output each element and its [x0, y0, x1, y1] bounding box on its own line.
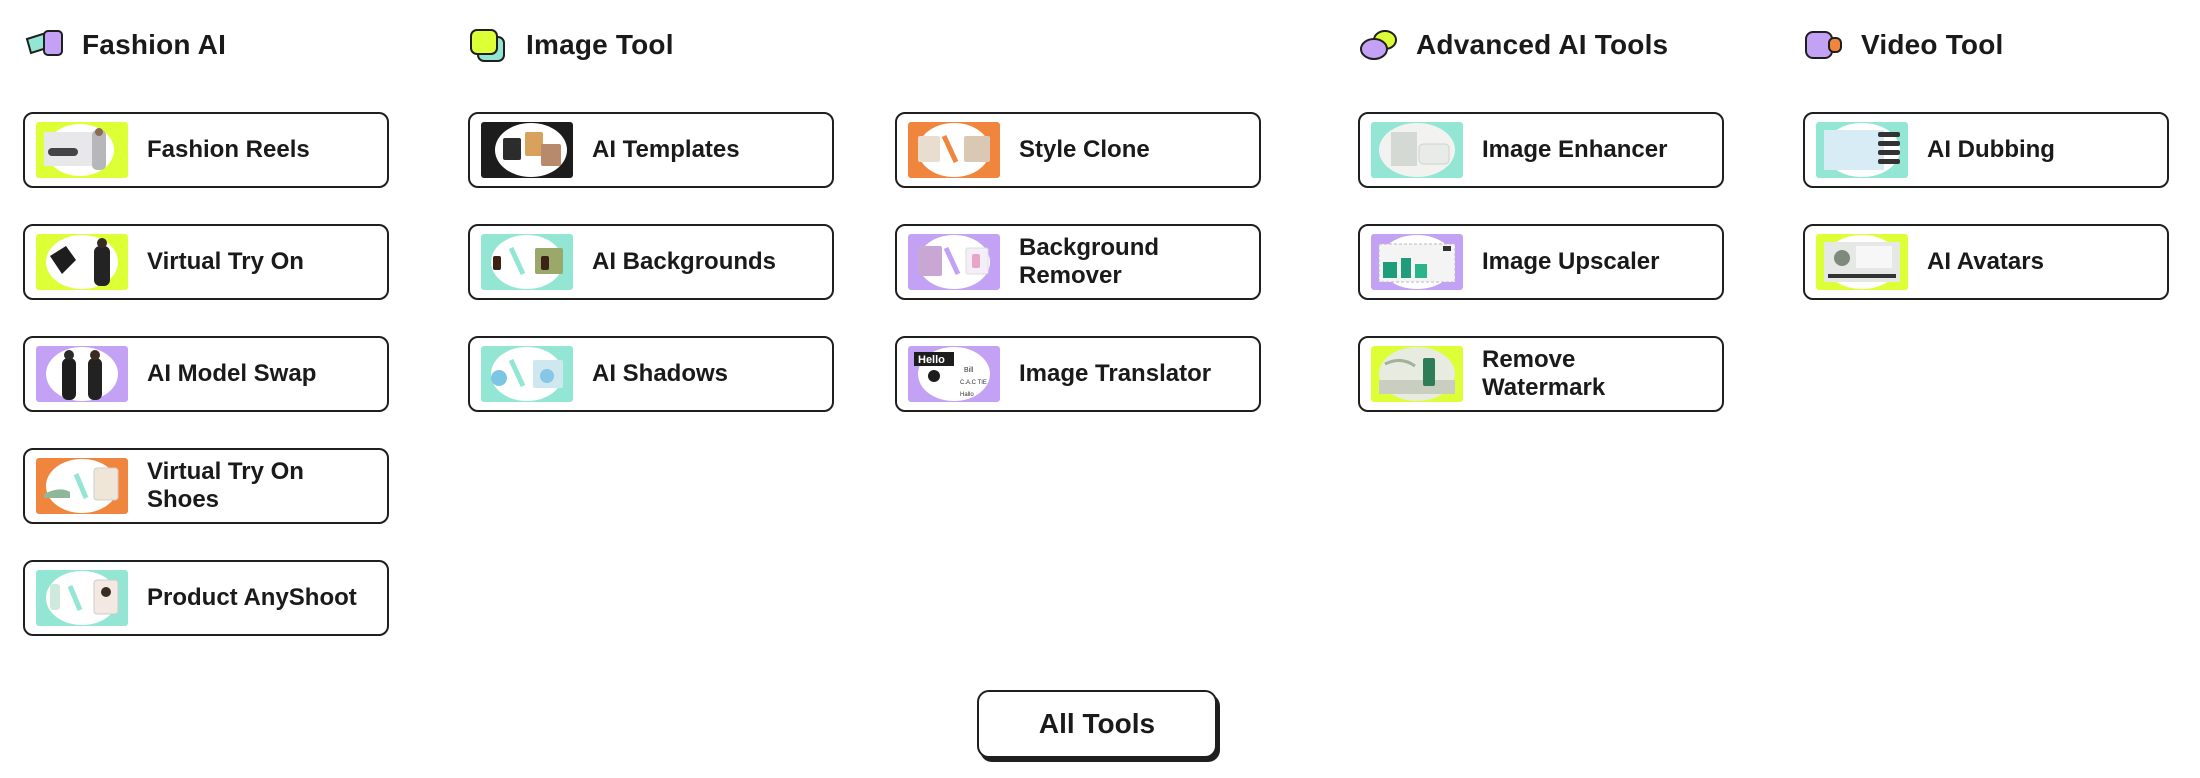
tool-label: AI Backgrounds [592, 248, 777, 275]
tool-card-ai-model-swap[interactable]: AI Model Swap [23, 336, 389, 412]
ai-backgrounds-thumbnail [481, 234, 573, 290]
tool-label: Remove Watermark [1482, 346, 1606, 401]
ai-dubbing-thumbnail [1816, 122, 1908, 178]
section-title: Advanced AI Tools [1416, 29, 1669, 60]
translator-alt-text: C.A.C TIE [960, 380, 987, 386]
remove-watermark-thumbnail [1371, 346, 1463, 402]
image-upscaler-thumbnail [1371, 234, 1463, 290]
section-title: Fashion AI [82, 29, 227, 60]
tool-label: Image Enhancer [1482, 136, 1668, 163]
tool-label: Style Clone [1019, 136, 1150, 163]
virtual-try-on-shoes-thumbnail [36, 458, 128, 514]
section-title: Video Tool [1861, 29, 2004, 60]
ai-shadows-thumbnail [481, 346, 573, 402]
ai-templates-thumbnail [481, 122, 573, 178]
tool-label: AI Avatars [1927, 248, 2044, 275]
translator-small-text: Hallo [960, 392, 974, 398]
style-clone-thumbnail [908, 122, 1000, 178]
tool-label: AI Model Swap [147, 360, 317, 387]
fashion-ai-icon [25, 30, 63, 56]
tool-card-background-remover[interactable]: Background Remover [895, 224, 1261, 300]
image-enhancer-thumbnail [1371, 122, 1463, 178]
tool-card-remove-watermark[interactable]: Remove Watermark [1358, 336, 1724, 412]
tool-label: Product AnyShoot [147, 584, 357, 611]
all-tools-button[interactable]: All Tools [977, 690, 1217, 758]
advanced-ai-icon [1360, 30, 1397, 60]
tool-card-image-enhancer[interactable]: Image Enhancer [1358, 112, 1724, 188]
video-tool-icon [1805, 31, 1842, 59]
section-header-advanced-ai-tools: Advanced AI Tools [1358, 24, 1668, 66]
fashion-reels-thumbnail [36, 122, 128, 178]
product-anyshoot-thumbnail [36, 570, 128, 626]
translator-hello-text: Hello [918, 354, 945, 366]
tool-card-image-upscaler[interactable]: Image Upscaler [1358, 224, 1724, 300]
section-title: Image Tool [526, 29, 674, 60]
tool-label: Image Translator [1019, 360, 1212, 387]
tool-card-virtual-try-on[interactable]: Virtual Try On [23, 224, 389, 300]
background-remover-thumbnail [908, 234, 1000, 290]
tool-card-ai-avatars[interactable]: AI Avatars [1803, 224, 2169, 300]
tool-card-ai-shadows[interactable]: AI Shadows [468, 336, 834, 412]
tool-label: Virtual Try On [147, 248, 304, 275]
tool-card-product-anyshoot[interactable]: Product AnyShoot [23, 560, 389, 636]
tool-card-virtual-try-on-shoes[interactable]: Virtual Try On Shoes [23, 448, 389, 524]
tool-label: Fashion Reels [147, 136, 310, 163]
tool-card-ai-templates[interactable]: AI Templates [468, 112, 834, 188]
ai-model-swap-thumbnail [36, 346, 128, 402]
tool-label: AI Shadows [592, 360, 729, 387]
tool-label: AI Dubbing [1927, 136, 2055, 163]
image-tool-icon [470, 29, 505, 62]
virtual-try-on-thumbnail [36, 234, 128, 290]
tool-label: Image Upscaler [1482, 248, 1660, 275]
tool-label: Virtual Try On Shoes [147, 458, 304, 513]
section-header-image-tool: Image Tool [468, 24, 674, 66]
tool-card-style-clone[interactable]: Style Clone [895, 112, 1261, 188]
tool-label: AI Templates [592, 136, 740, 163]
ai-avatars-thumbnail [1816, 234, 1908, 290]
tool-card-ai-backgrounds[interactable]: AI Backgrounds [468, 224, 834, 300]
tool-card-fashion-reels[interactable]: Fashion Reels [23, 112, 389, 188]
tool-label: Background Remover [1019, 234, 1160, 289]
section-header-fashion-ai: Fashion AI [24, 24, 226, 66]
tool-card-ai-dubbing[interactable]: AI Dubbing [1803, 112, 2169, 188]
section-header-video-tool: Video Tool [1803, 24, 2004, 66]
translator-sub-text: Bill [964, 367, 974, 374]
